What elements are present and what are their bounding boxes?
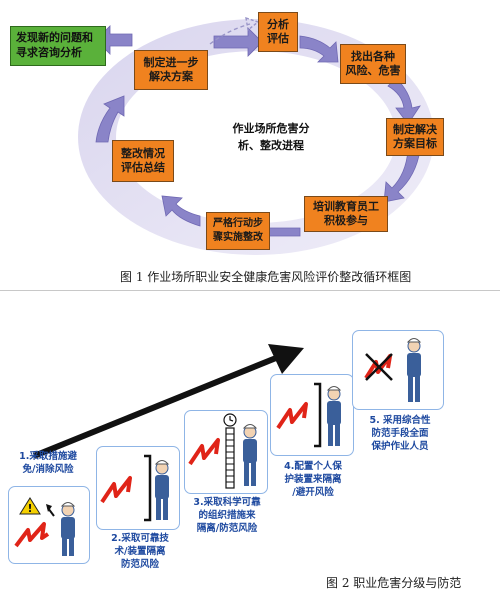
step2-label: 2.采取可靠技 术/装置隔离 防范风险	[111, 533, 169, 570]
box-plan-goals: 制定解决 方案目标	[386, 118, 444, 156]
step1-illustration: !	[14, 497, 76, 556]
svg-text:!: !	[27, 502, 32, 515]
barrier-bracket-icon	[144, 454, 152, 522]
cycle-arrow-upper-right	[299, 35, 339, 63]
dashed-arrow-head	[245, 16, 260, 32]
step3-label: 3.采取科学可靠 的组织措施来 隔离/防范风险	[193, 497, 261, 534]
crossed-hazard-icon	[364, 353, 393, 381]
step1-panel	[8, 486, 90, 564]
box-further-plan: 制定进一步 解决方案	[134, 50, 208, 90]
cycle-ring-inner	[116, 51, 396, 223]
cycle-arrow-lower-left	[161, 195, 201, 227]
worker-icon	[406, 338, 422, 402]
step3-illustration	[188, 413, 258, 489]
hazard-bolt-icon	[276, 402, 308, 430]
worker-icon	[154, 460, 170, 520]
worker-icon	[326, 386, 342, 446]
hazard-bolt-icon	[100, 476, 132, 504]
box-implement: 严格行动步 骤实施整改	[206, 212, 270, 250]
clock-icon	[223, 413, 237, 427]
ppe-bracket-icon	[314, 382, 322, 448]
cycle-arrow-right-down	[387, 77, 421, 125]
hazard-bolt-icon	[188, 438, 220, 466]
figure-divider	[0, 290, 500, 291]
step5-label: 5. 采用综合性 防范手段全面 保护作业人员	[369, 415, 431, 452]
worker-icon	[60, 502, 76, 556]
box-analyze: 分析 评估	[258, 12, 298, 52]
ladder-icon	[225, 427, 235, 489]
worker-icon	[242, 424, 258, 486]
step4-label: 4.配置个人保 护装置来隔离 /避开风险	[284, 461, 342, 498]
figure2-caption: 图 2 职业危害分级与防范	[326, 576, 462, 590]
escalation-arrow	[32, 344, 304, 459]
cycle-arrow-right-lower	[383, 149, 421, 203]
step2-illustration	[100, 454, 170, 522]
step4-illustration	[276, 382, 342, 448]
cycle-arrow-left-up	[95, 95, 125, 143]
figure1-caption: 图 1 作业场所职业安全健康危害风险评价整改循环框图	[120, 270, 412, 284]
center-title: 作业场所危害分 析、整改进程	[232, 122, 310, 152]
cycle-arrow-top	[213, 27, 263, 57]
box-review: 整改情况 评估总结	[112, 140, 174, 182]
warning-icon	[19, 497, 41, 515]
step5-illustration	[364, 338, 422, 402]
box-find-risks: 找出各种 风险、危害	[340, 44, 406, 84]
dashed-arrow	[209, 23, 251, 45]
hazard-bolt-icon	[14, 522, 50, 548]
box-train-staff: 培训教育员工 积极参与	[304, 196, 388, 232]
step5-panel	[352, 330, 444, 410]
step1-label: 1.采取措施避 免/消除风险	[19, 451, 77, 475]
discover-box: 发现新的问题和 寻求咨询分析	[10, 26, 106, 66]
